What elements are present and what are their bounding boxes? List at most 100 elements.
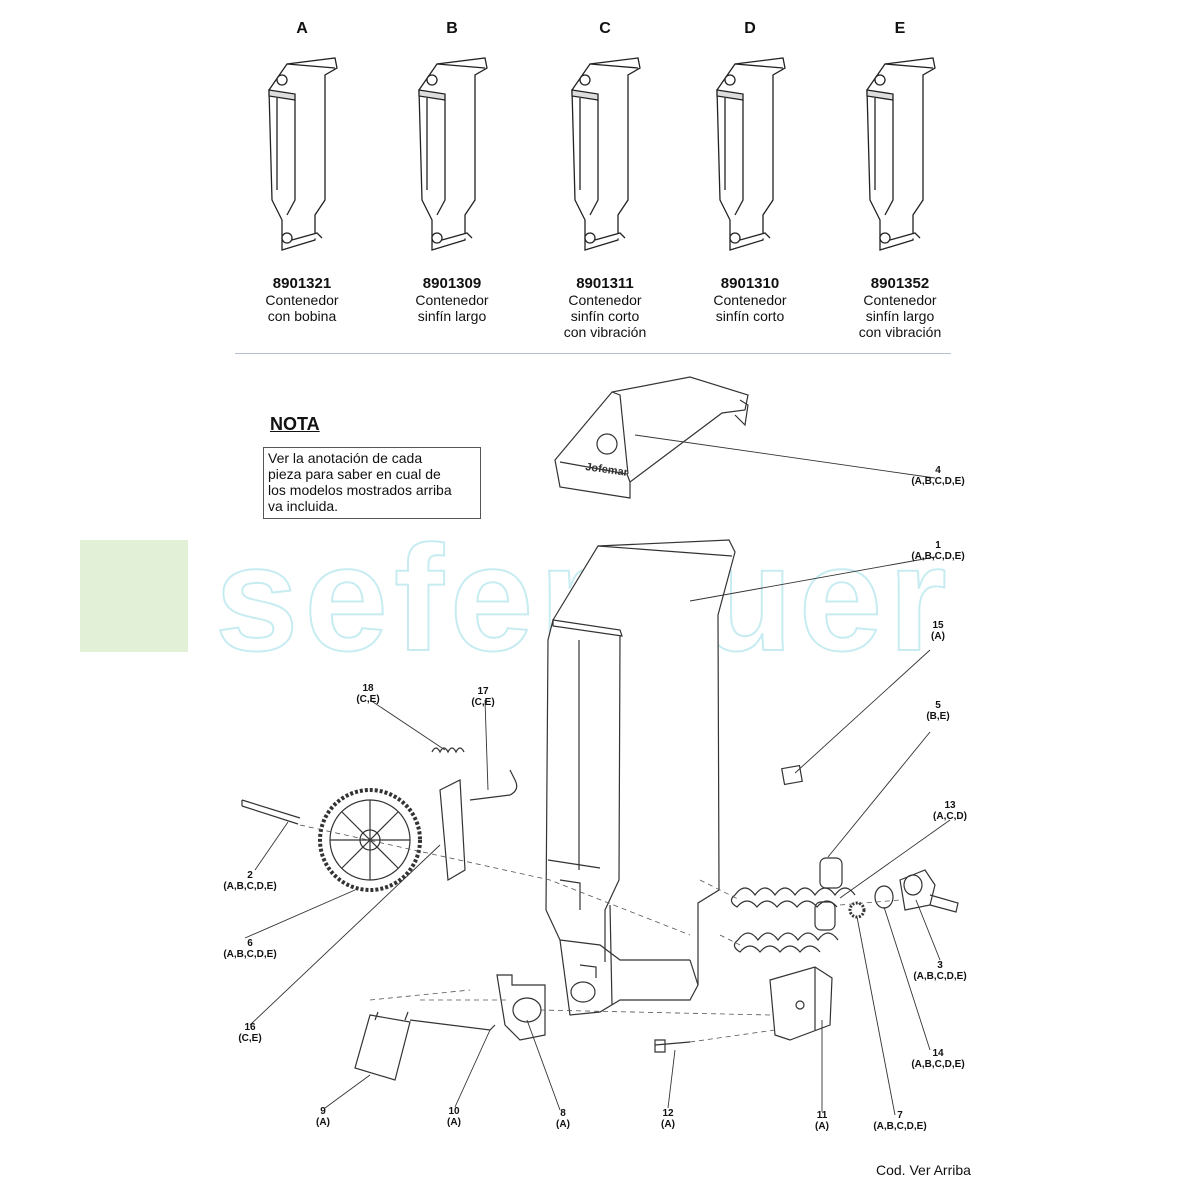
part-number: 3: [937, 960, 943, 971]
part-number: 7: [897, 1110, 903, 1121]
shaft-part: [241, 799, 301, 825]
nota-line: va incluida.: [268, 498, 339, 514]
part-label: 11(A): [777, 1110, 867, 1132]
gear-wheel: [318, 788, 422, 892]
spring-upper: [730, 857, 856, 908]
part-models: (C,E): [471, 697, 495, 708]
nota-title: NOTA: [270, 414, 320, 434]
part-number: 12: [662, 1108, 674, 1119]
part-label: 15(A): [893, 620, 983, 642]
part-models: (B,E): [926, 711, 950, 722]
nota-box: Ver la anotación de cada pieza para sabe…: [263, 447, 481, 519]
part-models: (C,E): [356, 694, 380, 705]
part-number: 5: [935, 700, 941, 711]
part-models: (A,C,D): [933, 811, 967, 822]
part-number: 8: [560, 1108, 566, 1119]
part-number: 2: [247, 870, 253, 881]
part-number: 10: [448, 1106, 460, 1117]
container-illustration: [571, 57, 641, 251]
part-label: 12(A): [623, 1108, 713, 1130]
nota-line: pieza para saber en cual de: [268, 466, 441, 482]
model-description-line: Contenedor: [863, 292, 937, 308]
part-models: (A): [556, 1119, 570, 1130]
part-models: (A,B,C,D,E): [223, 881, 277, 892]
part-models: (A): [931, 631, 945, 642]
model-description-line: con bobina: [267, 308, 337, 324]
model-description-line: con vibración: [858, 324, 942, 340]
part-number: 9: [320, 1106, 326, 1117]
model-description-line: Contenedor: [568, 292, 642, 308]
container-illustration: [268, 57, 338, 251]
part-number: 16: [244, 1022, 256, 1033]
part-number: 13: [944, 800, 956, 811]
container-illustration: [418, 57, 488, 251]
model-description-line: sinfín corto: [715, 308, 785, 324]
model-description-line: sinfín largo: [865, 308, 935, 324]
part-label: 14(A,B,C,D,E): [893, 1048, 983, 1070]
flap-part: [354, 1011, 411, 1081]
part-label: 6(A,B,C,D,E): [205, 938, 295, 960]
part-models: (A,B,C,D,E): [913, 971, 967, 982]
part-number: 11: [816, 1110, 828, 1121]
part-label: 1(A,B,C,D,E): [893, 540, 983, 562]
model-letter: C: [599, 20, 611, 37]
part-number: 17: [477, 686, 489, 697]
model-letter: B: [446, 20, 458, 37]
part-models: (A): [316, 1117, 330, 1128]
part-label: 10(A): [409, 1106, 499, 1128]
model-letter: A: [296, 20, 308, 37]
part-number: 15: [932, 620, 944, 631]
part-models: (A,B,C,D,E): [911, 551, 965, 562]
part-label: 4(A,B,C,D,E): [893, 465, 983, 487]
part-models: (A): [815, 1121, 829, 1132]
model-description-line: Contenedor: [265, 292, 339, 308]
part-number: 6: [247, 938, 253, 949]
part-number: 4: [935, 465, 941, 476]
part-label: 13(A,C,D): [905, 800, 995, 822]
part-number: 14: [932, 1048, 944, 1059]
model-code: 8901311: [576, 275, 634, 292]
part-label: 5(B,E): [893, 700, 983, 722]
model-code: 8901352: [870, 275, 930, 292]
vibrator-plate: [439, 779, 466, 881]
section-divider: [235, 353, 951, 354]
part-label: 7(A,B,C,D,E): [855, 1110, 945, 1132]
pin-part: [654, 1039, 691, 1053]
part-label: 18(C,E): [323, 683, 413, 705]
part-label: 9(A): [278, 1106, 368, 1128]
part-label: 8(A): [518, 1108, 608, 1130]
part-number: 18: [362, 683, 374, 694]
rod-part: [409, 1019, 496, 1031]
small-spring: [431, 747, 465, 754]
container-illustration: [716, 57, 786, 251]
housing-part: [496, 974, 546, 1041]
model-code: 8901310: [720, 275, 780, 292]
part-models: (A,B,C,D,E): [223, 949, 277, 960]
hopper-body: [545, 539, 736, 1016]
model-description-line: sinfín largo: [417, 308, 487, 324]
bushing-part: [899, 869, 959, 913]
lid-brand-text: Jofemar: [585, 461, 630, 479]
model-code: 8901309: [422, 275, 482, 292]
part-15-plate: [781, 764, 803, 786]
part-number: 1: [935, 540, 941, 551]
model-description-line: Contenedor: [713, 292, 787, 308]
model-letter: E: [894, 20, 906, 37]
part-label: 2(A,B,C,D,E): [205, 870, 295, 892]
part-models: (A,B,C,D,E): [873, 1121, 927, 1132]
part-models: (A,B,C,D,E): [911, 1059, 965, 1070]
part-label: 16(C,E): [205, 1022, 295, 1044]
model-code: 8901321: [272, 275, 332, 292]
model-description-line: con vibración: [563, 324, 647, 340]
o-ring: [874, 885, 894, 909]
part-label: 3(A,B,C,D,E): [895, 960, 985, 982]
part-label: 17(C,E): [438, 686, 528, 708]
spring-lower: [733, 901, 839, 953]
model-letter: D: [744, 20, 756, 37]
small-gear: [848, 901, 866, 919]
part-models: (A): [447, 1117, 461, 1128]
nota-line: Ver la anotación de cada: [268, 450, 423, 466]
watermark-logo: [80, 540, 188, 652]
